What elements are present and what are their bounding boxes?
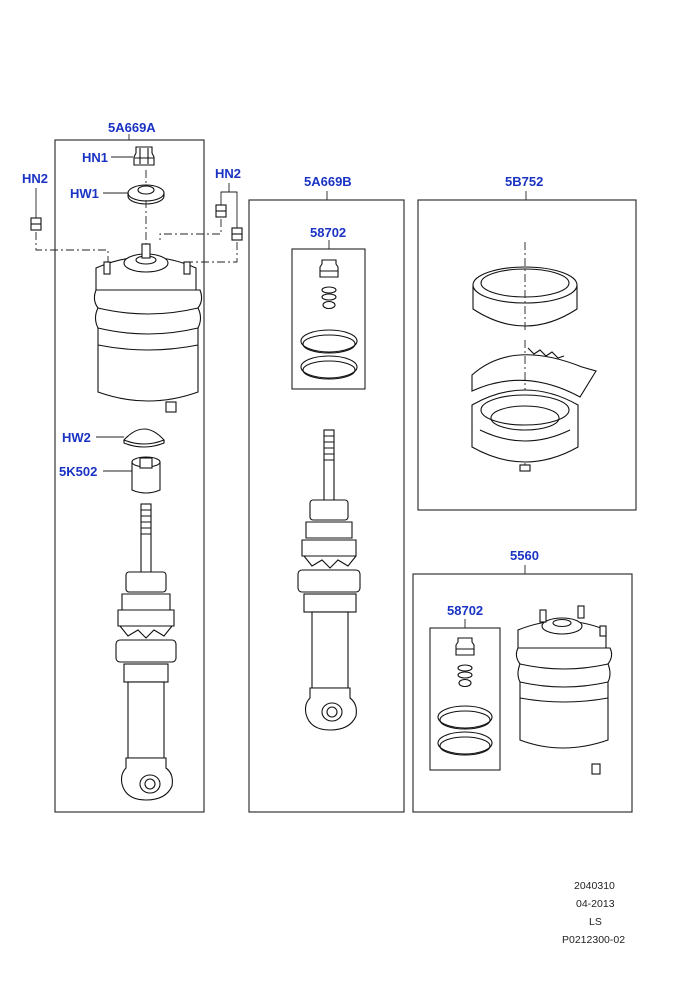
air-spring-icon — [93, 243, 203, 413]
footer-line-1: 2040310 — [574, 880, 615, 892]
label-5560[interactable]: 5560 — [510, 548, 539, 563]
group-5a669a: 5A669A HN1 HW1 HN2 HN2 — [22, 120, 243, 813]
shock-absorber-b-icon — [297, 429, 361, 731]
label-hn1[interactable]: HN1 — [82, 150, 108, 165]
label-hn2-left[interactable]: HN2 — [22, 171, 48, 186]
kit-58702-b-frame — [291, 248, 366, 390]
footer-line-2: 04-2013 — [576, 898, 615, 910]
hn1-nut-icon — [133, 146, 155, 166]
label-hn2-right[interactable]: HN2 — [215, 166, 241, 181]
group-a-frame — [54, 139, 205, 813]
boot-base-icon — [471, 389, 579, 472]
group-5b752: 5B752 — [417, 174, 637, 511]
label-5b752[interactable]: 5B752 — [505, 174, 543, 189]
group-b-frame — [248, 199, 405, 813]
group-5560: 5560 58702 — [412, 548, 633, 813]
footer-line-4: P0212300-02 — [562, 934, 625, 946]
hw2-washer-icon — [123, 428, 165, 448]
top-ring-icon — [472, 242, 578, 332]
shock-absorber-a-icon — [115, 503, 177, 801]
label-hw1[interactable]: HW1 — [70, 186, 99, 201]
label-5k502[interactable]: 5K502 — [59, 464, 97, 479]
label-58702-spring[interactable]: 58702 — [447, 603, 483, 618]
label-hw2[interactable]: HW2 — [62, 430, 91, 445]
label-5a669a[interactable]: 5A669A — [108, 120, 156, 135]
group-5a669b: 5A669B 58702 — [248, 174, 405, 813]
group-5560-frame — [412, 573, 633, 813]
footer-line-3: LS — [589, 916, 602, 928]
air-spring-5560-icon — [515, 605, 613, 775]
hn2-left-nut-icon — [30, 217, 42, 231]
footer-codes: 2040310 04-2013 LS P0212300-02 — [562, 880, 625, 946]
bump-stop-icon — [131, 456, 161, 494]
group-5b752-frame — [417, 199, 637, 511]
label-5a669b[interactable]: 5A669B — [304, 174, 352, 189]
label-58702-b[interactable]: 58702 — [310, 225, 346, 240]
seal-kit-spring-icon — [437, 637, 493, 756]
hn2-right-nut-icon — [215, 204, 243, 241]
seal-kit-b-icon — [300, 259, 358, 380]
